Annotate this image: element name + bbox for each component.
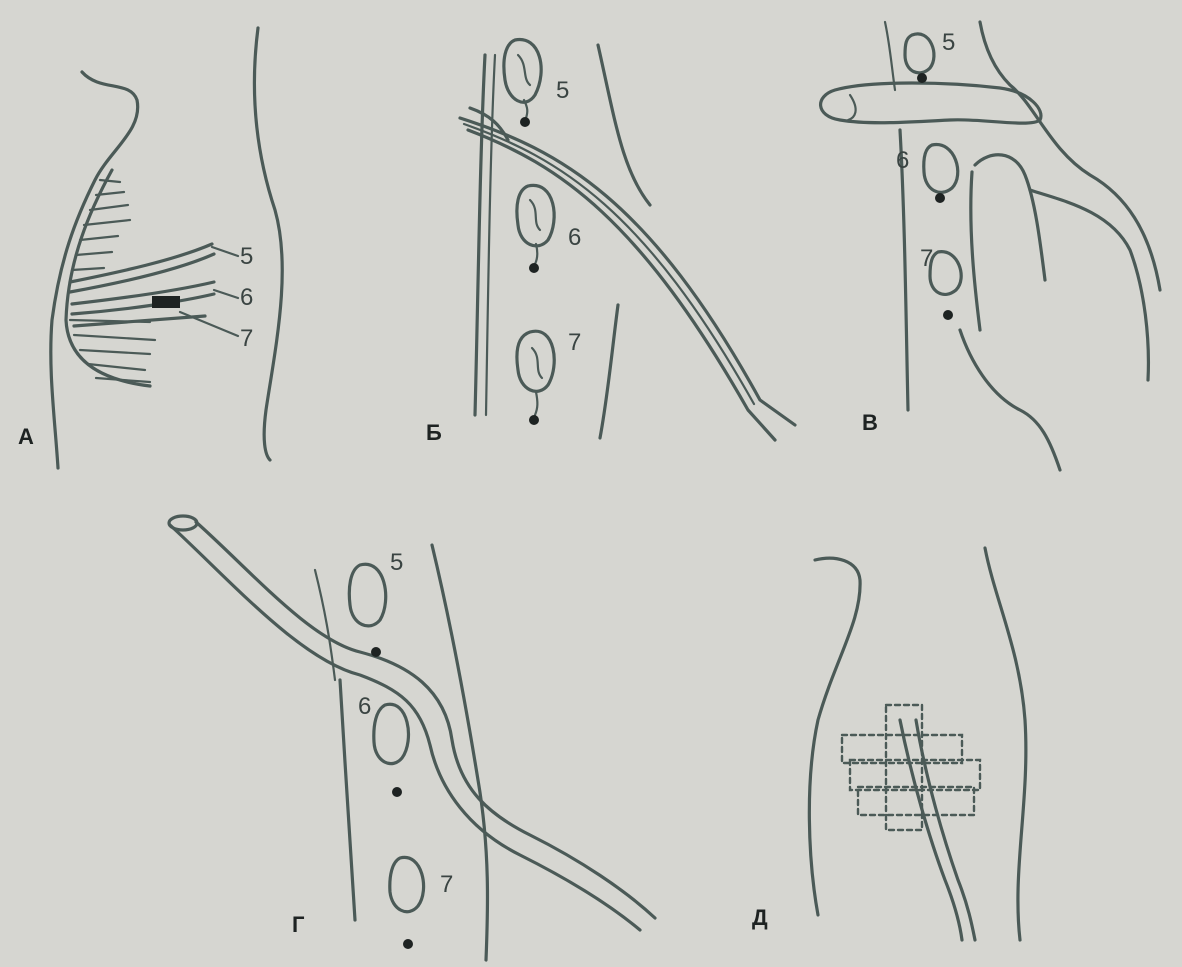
rib-label-6-b: 6 <box>568 224 581 251</box>
spine-line-d <box>340 680 355 920</box>
instrument-tube <box>460 108 795 440</box>
rib-label-5: 5 <box>240 243 253 270</box>
rib-label-7-c: 7 <box>920 245 933 272</box>
drain-tube <box>169 516 655 930</box>
rib-label-5-d: 5 <box>390 549 403 576</box>
lung-7-d <box>390 857 424 949</box>
leader-lines <box>180 247 238 336</box>
panel-letter-a: А <box>18 424 34 449</box>
rib-label-7: 7 <box>240 325 253 352</box>
torso-outline-right-e <box>985 548 1026 940</box>
panel-e: Д <box>752 548 1026 940</box>
panel-letter-b: Б <box>426 420 442 445</box>
panel-letter-e: Д <box>752 905 768 930</box>
lung-6-d <box>374 704 409 797</box>
outline-right-b <box>598 45 650 205</box>
panel-letter-d: Г <box>292 912 305 937</box>
lung-5-b <box>504 40 541 127</box>
torso-outline-left-e <box>809 558 860 915</box>
rib-label-6-d: 6 <box>358 693 371 720</box>
hand-fingers <box>960 155 1148 470</box>
panel-b: 5 6 7 Б <box>426 40 795 445</box>
rib-6 <box>72 282 214 304</box>
torso-outline-right <box>254 28 282 460</box>
rib-marker <box>152 296 180 308</box>
lung-6-b <box>517 185 554 273</box>
rib-label-6: 6 <box>240 284 253 311</box>
lung-5-d <box>349 564 385 657</box>
rib-label-5-b: 5 <box>556 77 569 104</box>
rib-label-7-b: 7 <box>568 329 581 356</box>
panel-a: 5 6 7 А <box>18 28 282 468</box>
lung-5-c <box>905 34 934 83</box>
panel-c: 5 6 7 В <box>821 22 1160 470</box>
lung-7-c <box>930 252 961 320</box>
panel-d: 5 6 7 Г <box>169 516 655 960</box>
lung-7-b <box>517 331 554 425</box>
rib-label-6-c: 6 <box>896 147 909 174</box>
hand-thumb <box>821 83 1041 123</box>
rib-label-7-d: 7 <box>440 871 453 898</box>
panel-letter-c: В <box>862 410 878 435</box>
rib-label-5-c: 5 <box>942 29 955 56</box>
lung-6-c <box>924 145 958 203</box>
